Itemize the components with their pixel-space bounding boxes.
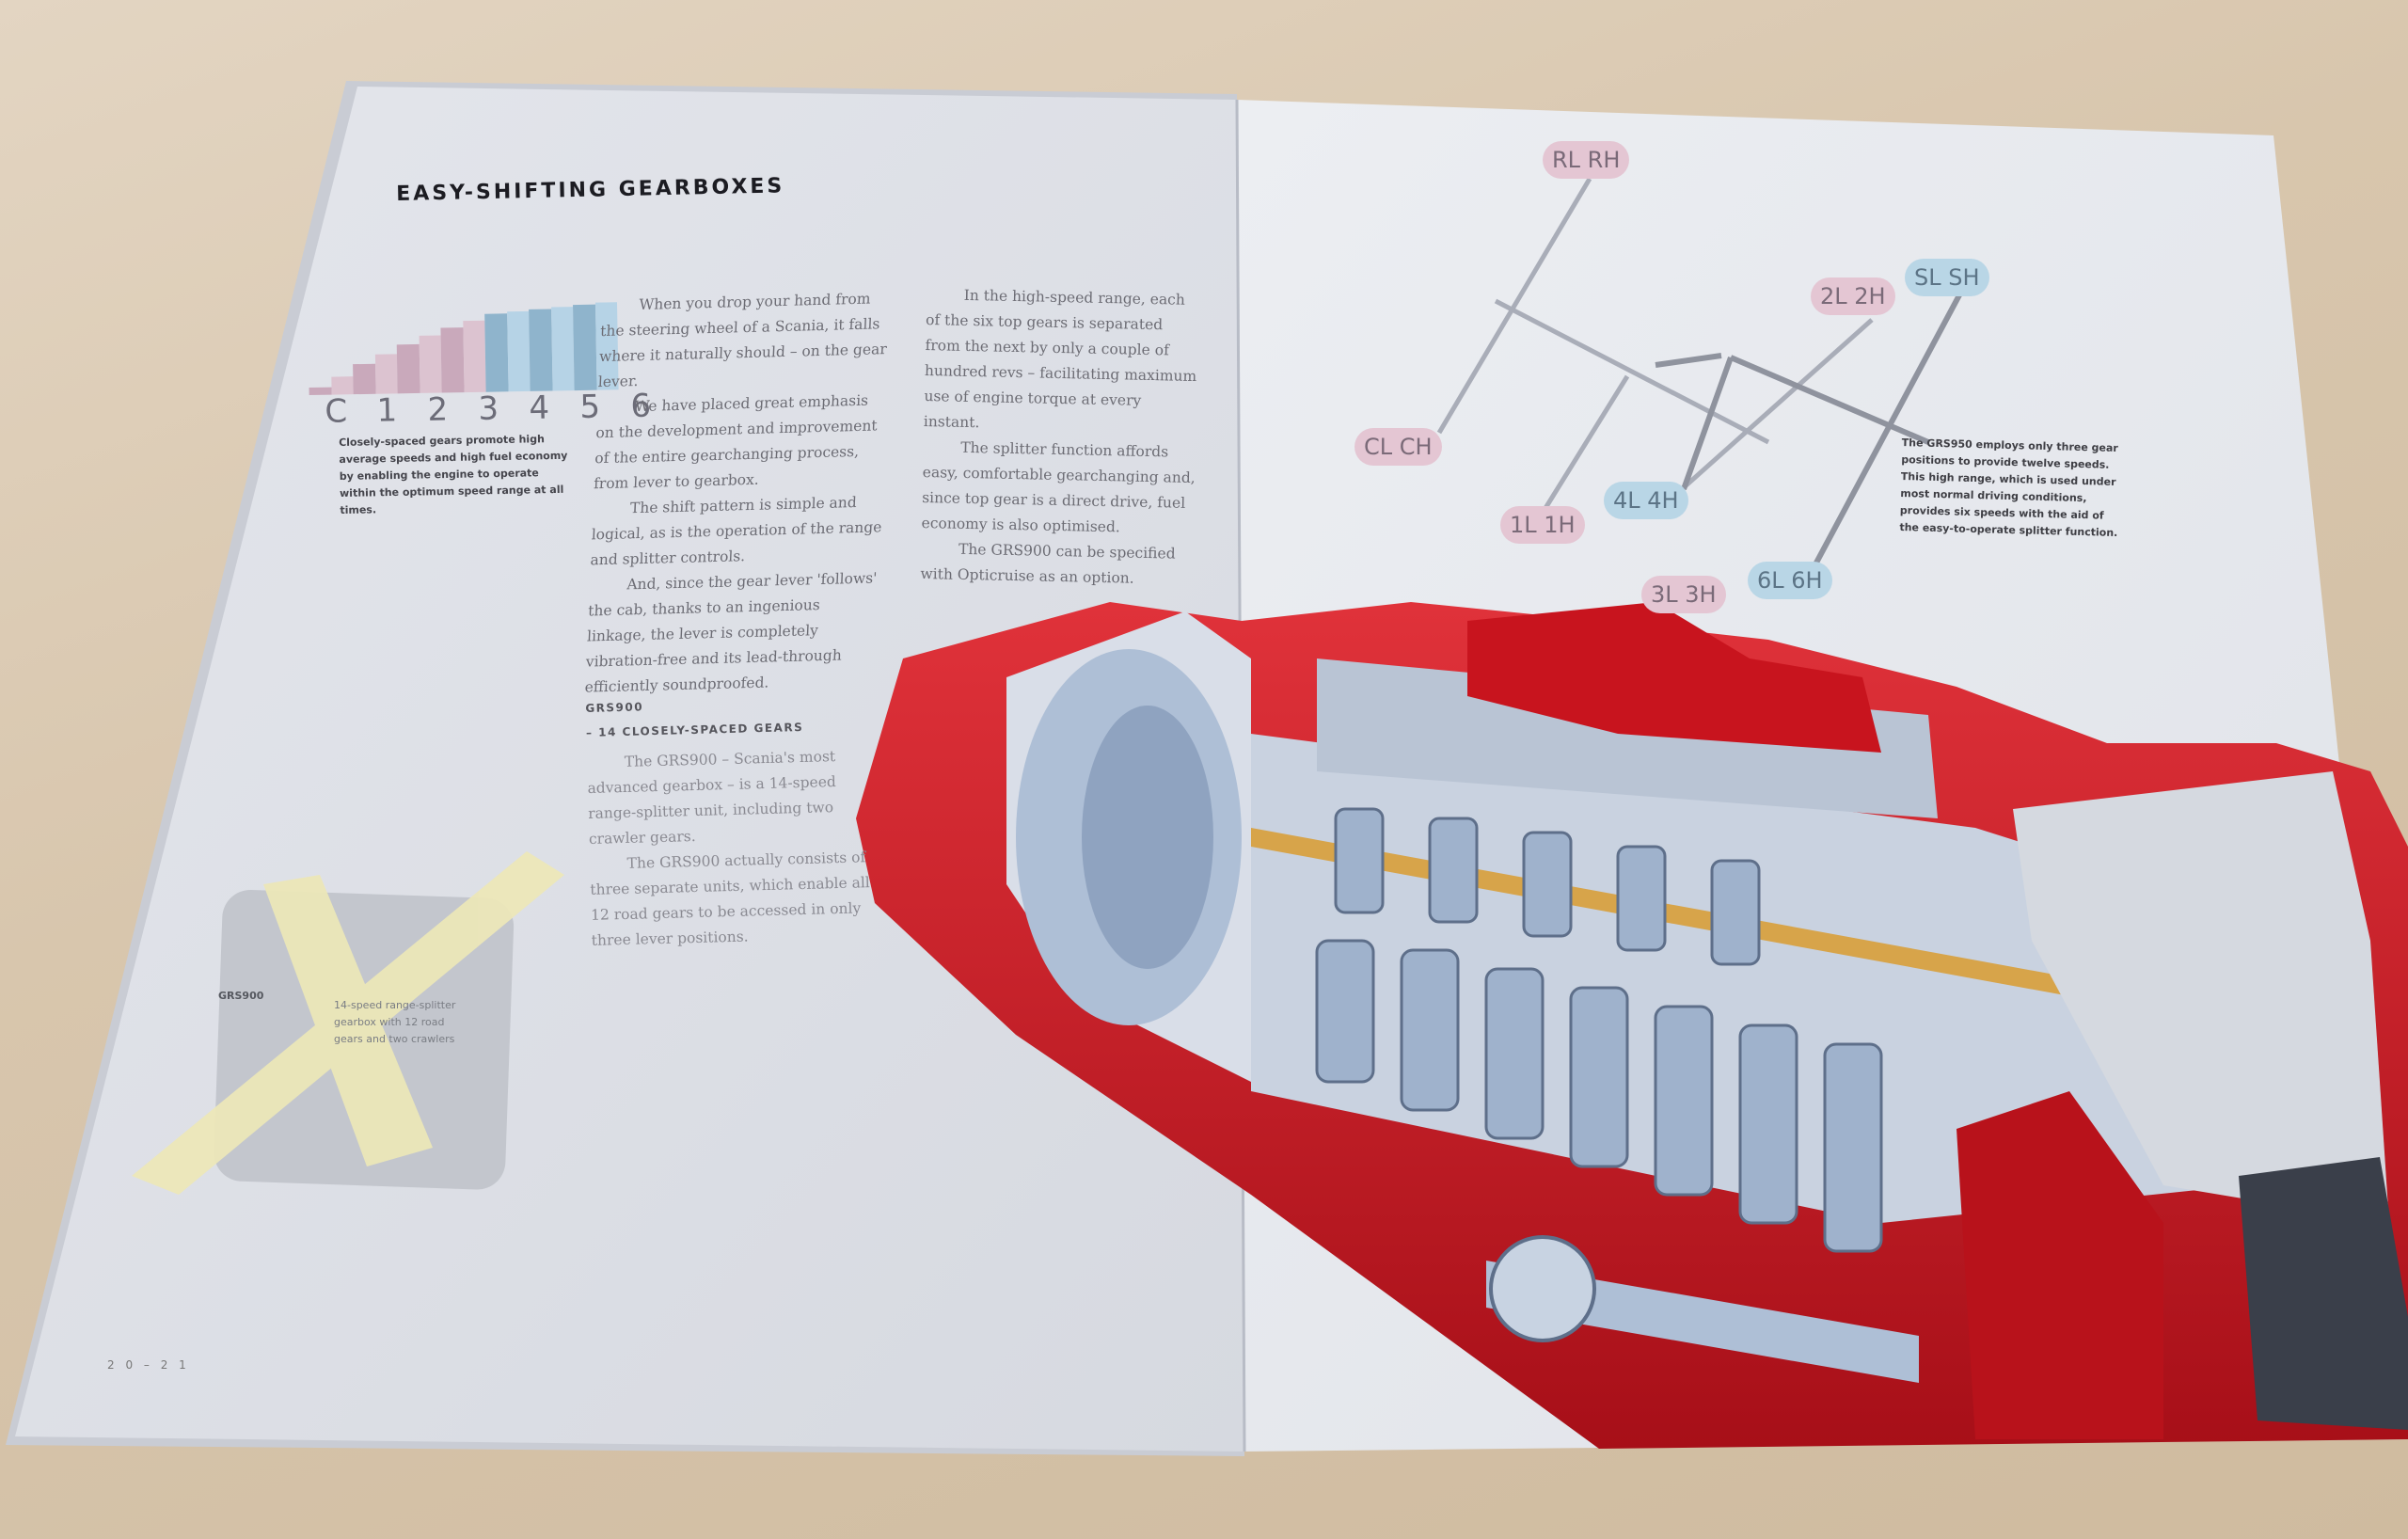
gear-bar xyxy=(374,354,398,394)
body-column-1: When you drop your hand from the steerin… xyxy=(584,286,894,701)
gear-label: C xyxy=(325,392,348,431)
paragraph: The GRS900 actually consists of three se… xyxy=(590,849,870,949)
shift-node-sl-sh: SL SH xyxy=(1905,259,1989,296)
gear-label: 2 xyxy=(427,390,449,429)
gear-bar xyxy=(529,309,553,391)
shift-node-6l-6h: 6L 6H xyxy=(1748,562,1832,599)
gear-label: 4 xyxy=(529,389,550,427)
gear-label: 3 xyxy=(478,389,499,428)
shift-node-4l-4h: 4L 4H xyxy=(1604,482,1688,519)
shift-node-cl-ch: CL CH xyxy=(1354,428,1442,466)
page-number: 2 0 – 2 1 xyxy=(107,1358,190,1372)
gear-bar xyxy=(573,304,597,391)
shift-node-2l-2h: 2L 2H xyxy=(1811,278,1895,315)
paragraph: The splitter function affords easy, comf… xyxy=(921,438,1196,536)
paragraph: The GRS900 – Scania's most advanced gear… xyxy=(587,748,837,848)
gearbox-cutaway-illustration xyxy=(856,602,2408,1449)
yellow-x-mark xyxy=(132,851,564,1195)
paragraph: We have placed great emphasis on the dev… xyxy=(593,391,879,493)
paragraph: When you drop your hand from the steerin… xyxy=(597,290,888,391)
gear-bar xyxy=(484,313,509,392)
gear-label: 1 xyxy=(376,391,398,430)
body-column-2: In the high-speed range, each of the six… xyxy=(920,282,1199,593)
shift-node-3l-3h: 3L 3H xyxy=(1641,576,1726,613)
shift-pattern-caption: The GRS950 employs only three gear posit… xyxy=(1899,436,2118,540)
shift-node-rl-rh: RL RH xyxy=(1543,141,1630,179)
gear-bar xyxy=(419,335,442,393)
chart-caption: Closely-spaced gears promote high averag… xyxy=(339,433,568,516)
paragraph: The shift pattern is simple and logical,… xyxy=(590,493,882,569)
gear-bar xyxy=(462,320,486,393)
shift-node-1l-1h: 1L 1H xyxy=(1500,506,1585,544)
gear-bar xyxy=(506,310,531,392)
paragraph: The GRS900 can be specified with Opticru… xyxy=(920,540,1176,587)
badge-label: GRS900 xyxy=(218,990,264,1002)
shift-pattern-active xyxy=(1655,290,1964,566)
gear-spacing-chart xyxy=(308,300,620,395)
paragraph: And, since the gear lever 'follows' the … xyxy=(584,569,878,696)
gear-bar xyxy=(440,326,465,393)
grs900-section: GRS900 – 14 CLOSELY-SPACED GEARS The GRS… xyxy=(585,689,874,954)
shift-pattern-lines xyxy=(1436,177,1874,515)
gear-bar xyxy=(550,306,575,391)
paragraph: In the high-speed range, each of the six… xyxy=(923,286,1197,432)
section-body: The GRS900 – Scania's most advanced gear… xyxy=(587,743,875,954)
badge-text: 14-speed range-splitter gearbox with 12 … xyxy=(334,999,456,1045)
gear-bar xyxy=(353,363,376,395)
gear-bar xyxy=(396,343,420,394)
